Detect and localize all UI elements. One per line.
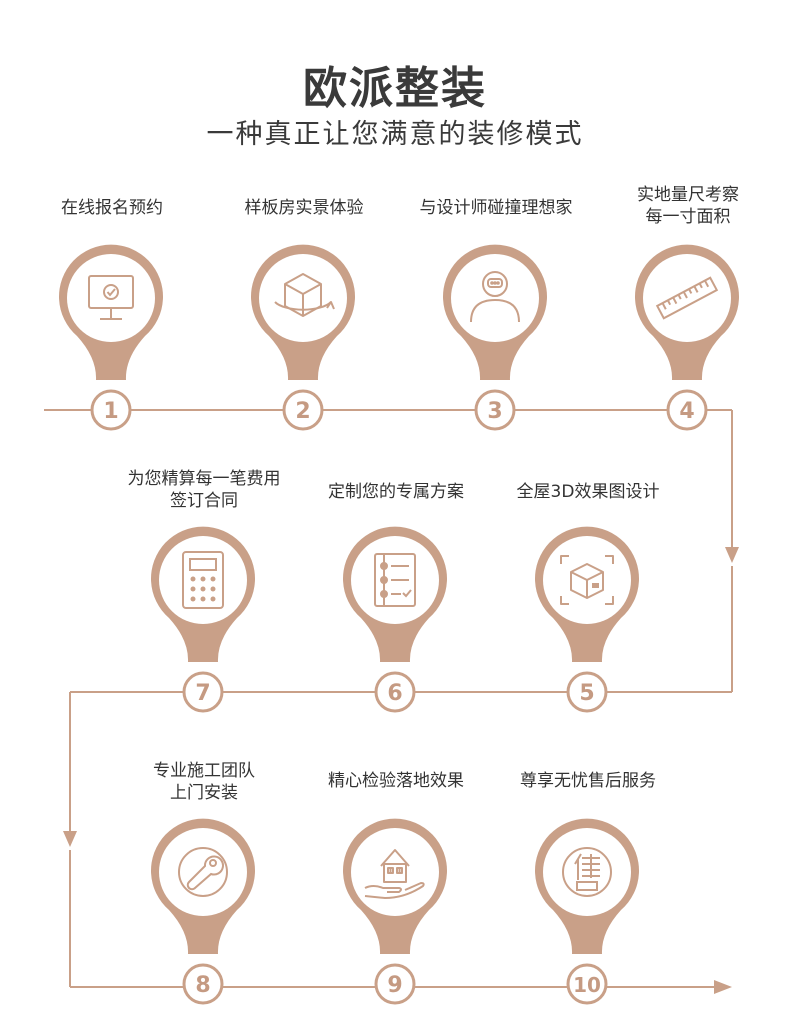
step-pin-10: 10 xyxy=(533,817,641,1005)
step-label-4: 实地量尺考察 每一寸面积 xyxy=(637,185,739,227)
flow-arrow-heads xyxy=(63,547,739,994)
step-pin-2: 2 xyxy=(249,243,357,431)
step-number-9: 9 xyxy=(387,973,402,998)
step-label-7: 为您精算每一笔费用 签订合同 xyxy=(127,469,281,511)
step-number-8: 8 xyxy=(195,973,210,998)
page-title: 欧派整装 xyxy=(303,63,487,114)
designer-chat-icon xyxy=(470,271,520,323)
calculator-icon xyxy=(182,551,224,609)
step-label-1: 在线报名预约 xyxy=(61,198,163,218)
step-pin-9: 9 xyxy=(341,817,449,1005)
checklist-icon xyxy=(374,553,416,607)
3d-box-frame-icon xyxy=(560,555,614,605)
step-number-1: 1 xyxy=(103,399,118,424)
step-pin-3: 3 xyxy=(441,243,549,431)
step-number-7: 7 xyxy=(195,681,210,706)
step-pin-1: 1 xyxy=(57,243,165,431)
step-pin-5: 5 xyxy=(533,525,641,713)
step-label-9: 精心检验落地效果 xyxy=(328,771,464,791)
step-label-6: 定制您的专属方案 xyxy=(328,482,464,502)
3d-cube-icon xyxy=(274,273,335,317)
step-number-6: 6 xyxy=(387,681,402,706)
step-number-2: 2 xyxy=(295,399,310,424)
step-number-5: 5 xyxy=(579,681,594,706)
page-subtitle: 一种真正让您满意的装修模式 xyxy=(206,119,584,150)
monitor-check-icon xyxy=(88,275,134,320)
step-number-10: 10 xyxy=(573,973,601,997)
house-in-hand-icon xyxy=(364,849,425,899)
step-pin-8: 8 xyxy=(149,817,257,1005)
ruler-icon xyxy=(655,276,719,320)
step-label-2: 样板房实景体验 xyxy=(244,198,364,218)
step-pin-6: 6 xyxy=(341,525,449,713)
wrench-icon xyxy=(178,847,228,897)
step-number-4: 4 xyxy=(679,399,694,424)
step-pin-7: 7 xyxy=(149,525,257,713)
step-pin-4: 4 xyxy=(633,243,741,431)
step-label-8: 专业施工团队 上门安装 xyxy=(153,761,255,803)
step-label-3: 与设计师碰撞理想家 xyxy=(419,198,573,218)
step-label-5: 全屋3D效果图设计 xyxy=(516,482,660,502)
after-sale-icon xyxy=(562,847,612,897)
step-number-3: 3 xyxy=(487,399,502,424)
step-label-10: 尊享无忧售后服务 xyxy=(520,771,656,791)
